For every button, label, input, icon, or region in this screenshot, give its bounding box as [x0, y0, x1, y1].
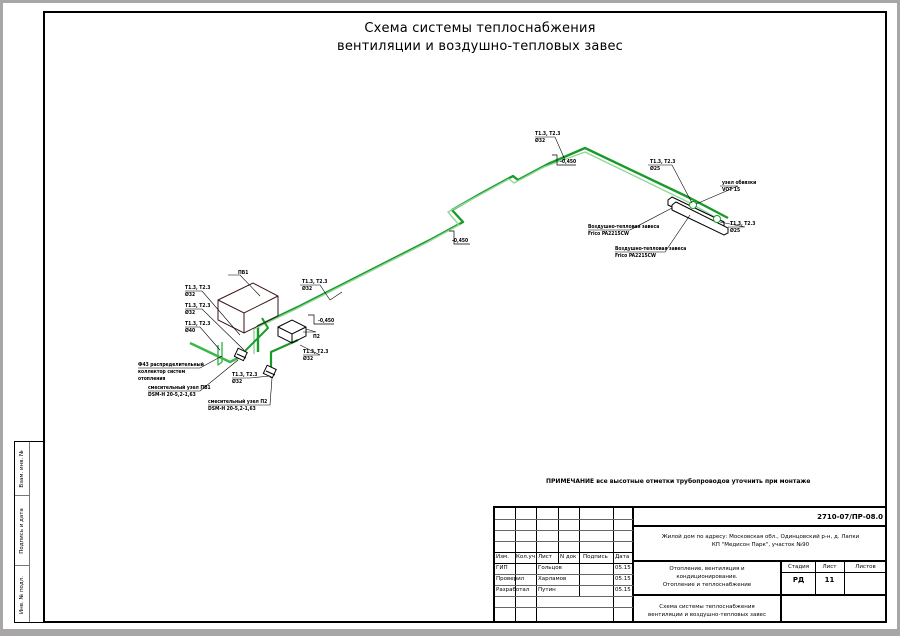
pipe-branch-pv1: [239, 317, 269, 357]
section-cell: Отопление, вентиляция и кондиционировани…: [634, 562, 782, 596]
sig-name-1: Гольцов: [538, 565, 562, 571]
side-cell-replace-inv: Взам. инв. №: [15, 442, 29, 496]
label-curtain1-2: Frico PA2215CW: [588, 231, 629, 237]
label-mix-p2-1: смесительный узел П2: [208, 398, 267, 405]
sig-role-3: Разработал: [496, 587, 530, 593]
sig-role-1: ГИП: [496, 565, 508, 571]
valve-node-1: [689, 201, 697, 209]
label-collector-2: коллектор систем: [138, 369, 185, 375]
mixing-unit-p2: [262, 364, 277, 379]
pv1-unit: [217, 282, 279, 334]
drawing-frame: [43, 11, 887, 623]
label-collector-1: Ф43 распределительный: [138, 361, 204, 368]
pipe-riser: [217, 342, 223, 366]
sig-date-2: 05.15: [615, 576, 631, 582]
label-pipe-3: Т1.3, Т2.3: [185, 321, 210, 327]
label-pipe-8: Т1.3, Т2.3: [650, 159, 675, 165]
label-pipe-4: Т1.3, Т2.3: [302, 279, 327, 285]
project-line2: КП "Медисон Парк", участок №90: [711, 542, 810, 548]
elevation-marks: [308, 154, 576, 325]
section-line2: кондиционирование.: [676, 574, 738, 580]
label-d32-6: Ø32: [535, 137, 545, 144]
stage-cell: Стадия Лист Листов РД 11: [782, 562, 887, 596]
project-line1: Жилой дом по адресу: Московская обл., Од…: [661, 534, 860, 540]
label-vent-node-1: узел обвязки: [722, 179, 756, 186]
label-elev-2: -0,450: [452, 238, 468, 244]
label-curtain1-1: Воздушно-тепловая завеса: [588, 224, 659, 230]
label-pipe-6: Т1.3, Т2.3: [232, 372, 257, 378]
label-curtain2-1: Воздушно-тепловая завеса: [615, 246, 686, 252]
header-podpis: Подпись: [583, 554, 608, 560]
label-p2: П2: [313, 334, 320, 340]
section-line1: Отопление, вентиляция и: [669, 566, 745, 572]
drawing-title-line2: вентиляции и воздушно-тепловых завес: [337, 39, 623, 54]
label-mix-p2-2: DSM-H 20-5,2-1,63: [208, 406, 256, 412]
label-pv1: ПВ1: [238, 270, 248, 276]
air-curtains: [667, 196, 729, 236]
header-kol-uch: Кол.уч: [516, 554, 536, 560]
label-curtain2-2: Frico PA2215CW: [615, 253, 656, 259]
mixing-unit-pv1: [233, 347, 248, 362]
label-mix-pv1-2: DSM-H 20-5,2-1,63: [148, 392, 196, 398]
doc-code: 2710-07/ПР-08.0: [817, 513, 883, 521]
sig-date-3: 05.15: [615, 587, 631, 593]
header-data: Дата: [615, 554, 630, 560]
label-d32-3: Ø32: [302, 285, 312, 292]
stage-value: РД: [792, 576, 805, 584]
pipe-collector: [189, 341, 241, 364]
label-pipe-7: Т1.3, Т2.3: [535, 131, 560, 137]
stage-label: Стадия: [787, 564, 810, 570]
valve-node-2: [713, 215, 721, 223]
sig-name-2: Харламов: [538, 576, 567, 582]
labels: ПВ1 Т1.3, Т2.3 Ø32 Т1.3, Т2.3 Ø32 Т1.3, …: [138, 131, 756, 412]
sig-name-3: Путин: [538, 587, 556, 593]
label-pipe-9: Т1.3, Т2.3: [730, 221, 755, 227]
label-pipe-1: Т1.3, Т2.3: [185, 285, 210, 291]
drawing-sheet: [3, 3, 897, 629]
main-pipeline: [189, 146, 729, 378]
doc-code-cell: 2710-07/ПР-08.0: [634, 508, 887, 527]
drawing-title-line1: Схема системы теплоснабжения: [364, 21, 596, 36]
label-vent-node-2: VOT 15: [722, 187, 740, 193]
sheet-title-cell: Схема системы теплоснабжения вентиляции …: [634, 596, 782, 623]
label-d25-1: Ø25: [650, 165, 660, 172]
header-izm: Изм.: [496, 554, 509, 560]
section-line3: Отопление и теплоснабжение: [662, 582, 752, 588]
label-d32-1: Ø32: [185, 291, 195, 298]
label-elev-1: -0,450: [318, 318, 334, 324]
header-list: Лист: [538, 554, 552, 560]
label-d25-2: Ø25: [730, 227, 740, 234]
title-block: Изм. Кол.уч Лист N док Подпись Дата ГИП …: [493, 506, 887, 623]
label-d32-5: Ø32: [232, 378, 242, 385]
sheets-label: Листов: [855, 564, 876, 570]
note-text: ПРИМЕЧАНИЕ все высотные отметки трубопро…: [546, 478, 811, 485]
side-cell-signature-date: Подпись и дата: [15, 496, 29, 566]
side-cell-original-inv: Инв. № подл.: [19, 575, 25, 614]
pipe-return: [253, 151, 725, 354]
leader-lines: [138, 136, 746, 406]
label-elev-3: -0,450: [560, 159, 576, 165]
revision-grid: Изм. Кол.уч Лист N док Подпись Дата ГИП …: [495, 508, 634, 623]
label-d32-4: Ø32: [303, 355, 313, 362]
label-mix-pv1-1: смесительный узел ПВ1: [148, 384, 211, 391]
drawing-title: Схема системы теплоснабжения вентиляции …: [330, 20, 630, 56]
sheet-label: Лист: [822, 564, 837, 570]
label-pipe-5: Т1.3, Т2.3: [303, 349, 328, 355]
sig-date-1: 05.15: [615, 565, 631, 571]
sheet-title-line2: вентиляции и воздушно-тепловых завес: [648, 612, 766, 618]
project-cell: Жилой дом по адресу: Московская обл., Од…: [634, 527, 887, 562]
sheet-value: 11: [824, 576, 835, 584]
sheet-title-line1: Схема системы теплоснабжения: [659, 604, 755, 610]
header-ndok: N док: [560, 554, 577, 560]
sig-role-2: Проверил: [496, 576, 525, 582]
label-pipe-2: Т1.3, Т2.3: [185, 303, 210, 309]
pipe-supply: [256, 146, 729, 352]
side-stamp: Взам. инв. № Подпись и дата Инв. № подл.: [14, 441, 43, 623]
label-collector-3: отопления: [138, 376, 166, 382]
label-d40: Ø40: [185, 327, 195, 334]
p2-unit: [277, 319, 307, 344]
label-d32-2: Ø32: [185, 309, 195, 316]
